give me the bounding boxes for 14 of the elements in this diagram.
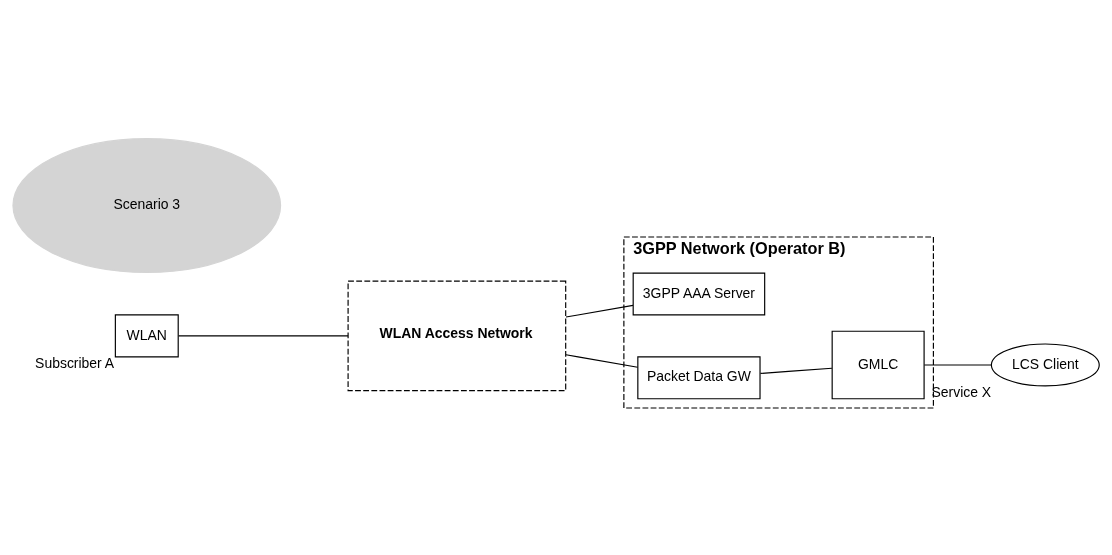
node-ellipse: LCS Client	[990, 342, 1100, 386]
node-box: WLAN Access Network	[347, 280, 567, 391]
connector	[759, 367, 833, 374]
node-box: GMLC	[831, 330, 925, 399]
connector	[565, 304, 634, 318]
node-box: 3GPP AAA Server	[632, 271, 766, 316]
node-label: Service X	[931, 383, 992, 400]
node-ellipse: Scenario 3	[12, 137, 282, 273]
connector	[178, 334, 349, 336]
connector	[923, 363, 993, 366]
connector	[565, 353, 639, 368]
node-label: Subscriber A	[35, 354, 115, 371]
node-box: Packet Data GW	[637, 355, 761, 399]
node-box: WLAN	[114, 313, 179, 357]
